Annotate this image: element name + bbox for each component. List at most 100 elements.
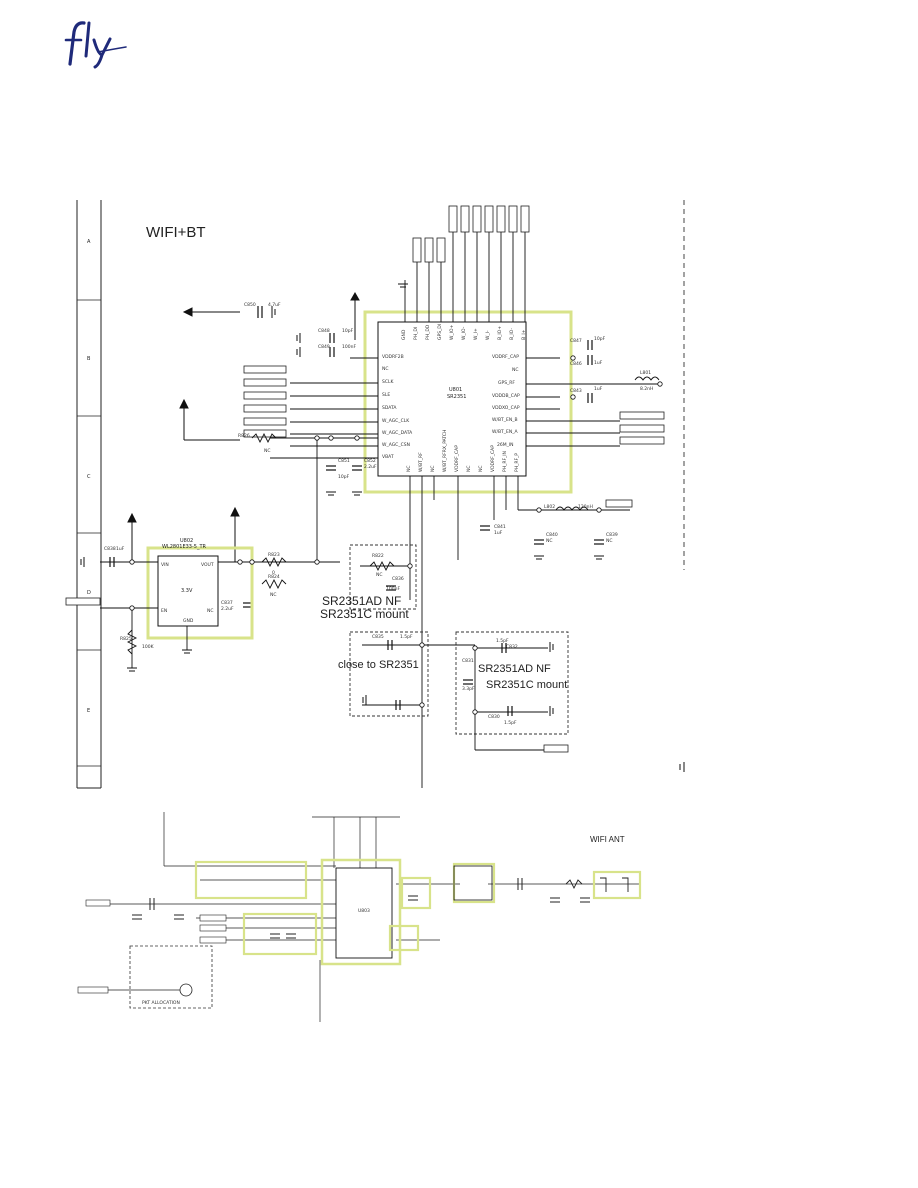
fly-logo: [64, 21, 127, 69]
component-labels: C850 4.7uF C848 10pF C849 100nF C847 10p…: [104, 302, 653, 726]
ic-pin-right: VDDRF_CAP: [492, 354, 519, 360]
component-value: NC: [546, 538, 553, 544]
component-ref: C851: [338, 458, 350, 464]
ic-pin-top: GPS_DI: [437, 324, 443, 340]
component-ref: C831: [462, 658, 474, 664]
ic-u801: U801 SR2351: [363, 310, 573, 494]
component-value: 100K: [142, 644, 155, 650]
component-value: 10pF: [338, 474, 350, 480]
component-ref: R825: [120, 636, 132, 642]
component-ref: L801: [640, 370, 651, 376]
ldo-ref: U802: [180, 538, 193, 544]
component-ref: C832: [506, 644, 518, 650]
component-value: NC: [264, 448, 271, 454]
ic-pin-right: VDDDB_CAP: [492, 393, 520, 399]
power-arrows: [127, 291, 360, 562]
zone-label-b: B: [87, 356, 91, 362]
ic-pin-left: VDDRF2B: [382, 354, 404, 360]
component-ref: C849: [318, 344, 330, 350]
component-value: NC: [606, 538, 613, 544]
component-value: 1.5pF: [496, 638, 509, 644]
capacitor-symbols: [109, 306, 604, 716]
bottom-net-flags: [77, 899, 227, 994]
option-boxes: [349, 544, 569, 735]
zone-label-e: E: [87, 708, 90, 714]
ic-pin-top: PH_DI: [413, 327, 419, 340]
component-value: 100nF: [386, 586, 400, 592]
ic-u801-part: SR2351: [447, 394, 466, 400]
ic-pin-left: SDATA: [382, 405, 397, 411]
ic-pin-right: GPS_RF: [498, 380, 515, 386]
component-ref: C837: [221, 600, 233, 606]
net-labels-top: [412, 205, 530, 263]
ldo-pin-gnd: GND: [183, 618, 194, 624]
ic-pin-right: NC: [512, 367, 519, 373]
ic-u801-left-pins: VDDRF2B NC SCLK SLE SDATA W_AGC_CLK W_AG…: [382, 354, 413, 460]
wifi-antenna-title: WIFI ANT: [590, 835, 625, 844]
component-ref: C852: [364, 458, 376, 464]
ic-u801-top-pins: GND PH_DI PH_DD GPS_DI W_IO+ W_IO- W_I+ …: [401, 324, 527, 340]
pkt-allocation-box: PKT ALLOCATION: [129, 945, 213, 1009]
option-note-c-line2: SR2351C mount: [486, 679, 567, 691]
component-value: NC: [270, 592, 277, 598]
component-value: 1.5pF: [400, 634, 413, 640]
ic-u801-bottom-pins: NC W/BT_RF NC W/BT_RFRX_PATCH VDDRF_CAP …: [406, 430, 520, 472]
ic-pin-left: W_AGC_CSN: [382, 442, 410, 448]
ic-pin-bottom: NC: [430, 465, 436, 472]
component-value: 2.2uF: [364, 464, 377, 470]
component-value: 3.3pF: [462, 686, 475, 692]
ldo-voltage: 3.3V: [181, 588, 193, 594]
ic-u801-ref: U801: [449, 387, 462, 393]
ic-pin-top: GND: [401, 329, 407, 340]
option-note-a-line1: SR2351AD NF: [322, 594, 401, 608]
ldo-pin-en: EN: [161, 608, 167, 614]
component-value: 0: [272, 570, 275, 576]
u803-ref: U803: [358, 908, 370, 914]
component-ref: C848: [318, 328, 330, 334]
component-value: 10pF: [594, 336, 606, 342]
component-ref: L802: [544, 504, 555, 510]
component-value: 1uF: [594, 386, 603, 392]
component-ref: C841: [494, 524, 506, 530]
schematic-title: WIFI+BT: [146, 224, 206, 241]
component-ref: R826: [238, 433, 250, 439]
ic-pin-bottom: PH_RF_P: [514, 453, 520, 472]
logo-letter-f: [68, 21, 86, 66]
ic-pin-left: NC: [382, 366, 389, 372]
ic-pin-bottom: W/BT_RFRX_PATCH: [442, 430, 448, 472]
component-value: 120nH: [578, 504, 593, 510]
ic-pin-top: B_I+: [521, 329, 527, 340]
zone-label-a: A: [87, 239, 91, 245]
ic-pin-left: VBAT: [382, 454, 394, 460]
component-ref: R823: [268, 552, 280, 558]
component-ref: R822: [372, 553, 384, 559]
ic-pin-top: W_I-: [485, 330, 491, 340]
resistor-symbols: [126, 432, 395, 655]
component-value: 2.2uF: [221, 606, 234, 612]
bottom-green-boxes: [194, 860, 642, 956]
ic-pin-bottom: NC: [466, 465, 472, 472]
component-value: 1uF: [494, 530, 503, 536]
component-ref: C840: [546, 532, 558, 538]
ic-pin-bottom: W/BT_RF: [418, 452, 424, 472]
bottom-wiring: [78, 812, 640, 1022]
option-note-a-line2: SR2351C mount: [320, 607, 409, 621]
bottom-filter-box: [453, 865, 493, 901]
ldo-pin-vin: VIN: [161, 562, 169, 568]
zone-label-d: D: [87, 590, 91, 596]
ic-pin-left: SCLK: [382, 379, 395, 385]
ic-pin-bottom: VDDRF_CAP: [490, 445, 496, 472]
logo-letter-y: [92, 37, 112, 69]
component-value: NC: [376, 572, 383, 578]
antenna-symbols: [565, 877, 629, 892]
component-ref: C835: [372, 634, 384, 640]
net-labels-left: [243, 365, 287, 438]
ic-pin-top: W_I+: [473, 328, 479, 340]
ic-pin-bottom: NC: [478, 465, 484, 472]
bottom-ic-u803: U803: [320, 858, 402, 966]
ic-pin-top: W_IO-: [461, 326, 467, 340]
ldo-pin-nc: NC: [207, 608, 214, 614]
component-value: 8.2nH: [640, 386, 653, 392]
ic-pin-top: PH_DD: [425, 324, 431, 340]
ic-pin-right: VDDXO_CAP: [492, 405, 520, 411]
